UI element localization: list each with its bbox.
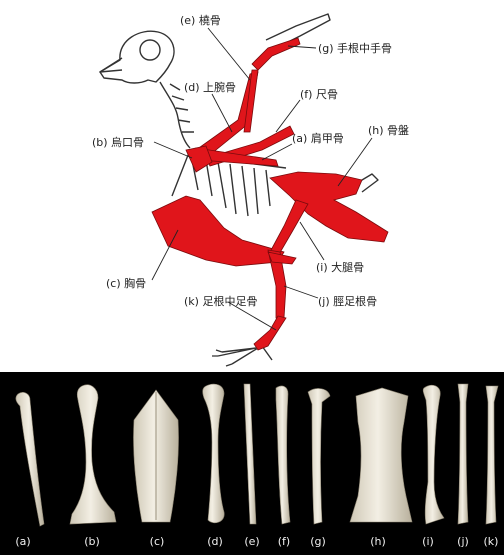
- caption-d: (d): [200, 536, 230, 548]
- caption-b: (b): [77, 536, 107, 548]
- label-k: (k) 足根中足骨: [184, 294, 257, 308]
- beak-outline: [100, 58, 122, 72]
- photo-bone-i: [423, 385, 444, 524]
- caption-a: (a): [8, 536, 38, 548]
- bone-photo-panel: (a) (b) (c) (d) (e) (f) (g) (h) (i) (j) …: [0, 372, 504, 555]
- photo-bone-d: [203, 384, 225, 523]
- sternum-bone: [152, 196, 284, 266]
- caption-j: (j): [448, 536, 478, 548]
- photo-bone-f: [276, 386, 290, 524]
- photo-bone-a: [16, 392, 44, 526]
- bone-photos: [0, 372, 504, 555]
- foot-toes-outline: [218, 346, 272, 364]
- foot-claws: [212, 350, 232, 366]
- photo-bone-k: [486, 386, 498, 524]
- label-e: (e) 橈骨: [180, 14, 221, 27]
- tarsometatarsus-bone: [254, 316, 286, 350]
- femur-bone: [270, 200, 308, 256]
- photo-bone-g: [308, 389, 330, 524]
- ribs-outline: [206, 158, 286, 216]
- carpometacarpus-bone: [252, 38, 300, 70]
- label-b: (b) 烏口骨: [92, 135, 144, 149]
- label-i: (i) 大腿骨: [316, 260, 364, 274]
- photo-bone-j: [458, 384, 468, 524]
- label-j: (j) 脛足根骨: [318, 294, 377, 308]
- bird-skeleton-diagram: (e) 橈骨 (g) 手根中手骨 (d) 上腕骨 (f) 尺骨 (a) 肩甲骨 …: [0, 0, 504, 372]
- caption-g: (g): [303, 536, 333, 548]
- caption-k: (k): [476, 536, 504, 548]
- label-a: (a) 肩甲骨: [292, 131, 344, 145]
- leader-i: [300, 222, 324, 260]
- label-d: (d) 上腕骨: [184, 80, 236, 94]
- label-f: (f) 尺骨: [300, 88, 338, 101]
- photo-bone-e: [244, 384, 256, 524]
- caption-i: (i): [413, 536, 443, 548]
- leader-d: [212, 94, 232, 132]
- caption-f: (f): [269, 536, 299, 548]
- photo-bone-b: [70, 385, 116, 524]
- photo-bone-h: [350, 388, 412, 522]
- skull-outline: [100, 31, 174, 83]
- caption-e: (e): [237, 536, 267, 548]
- leader-j: [284, 286, 318, 298]
- label-c: (c) 胸骨: [106, 276, 146, 290]
- label-h: (h) 骨盤: [368, 124, 409, 137]
- caption-h: (h): [363, 536, 393, 548]
- caption-c: (c): [142, 536, 172, 548]
- label-g: (g) 手根中手骨: [318, 41, 392, 55]
- eye-socket: [140, 40, 160, 60]
- leader-e: [208, 28, 250, 80]
